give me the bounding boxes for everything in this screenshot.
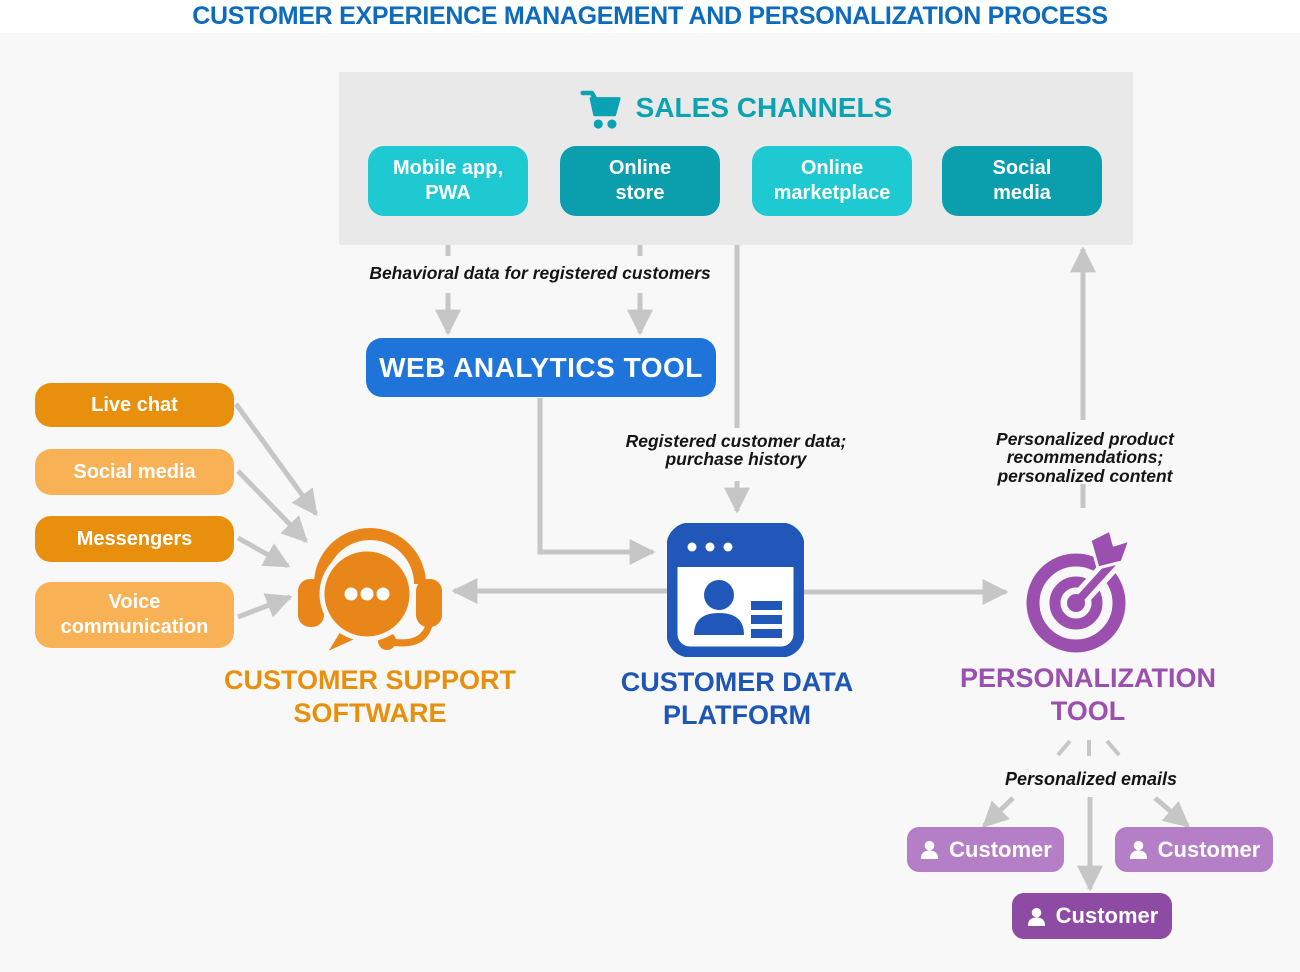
support-channel-social-media: Social media xyxy=(35,449,234,495)
target-arrow-icon xyxy=(1026,528,1132,653)
web-analytics-tool-box: WEB ANALYTICS TOOL xyxy=(366,338,716,397)
sales-channels-header: SALES CHANNELS xyxy=(339,84,1133,132)
browser-profile-icon xyxy=(667,523,804,657)
headset-chat-icon xyxy=(298,528,442,658)
customer-label: Customer xyxy=(949,836,1052,862)
annotation-behavioral-data: Behavioral data for registered customers xyxy=(369,263,711,283)
annotation-registered-data: Registered customer data; purchase histo… xyxy=(625,431,847,470)
customer-chip-left: Customer xyxy=(907,827,1064,872)
channel-mobile-app-pwa: Mobile app, PWA xyxy=(368,146,528,216)
page-title: CUSTOMER EXPERIENCE MANAGEMENT AND PERSO… xyxy=(192,2,1108,30)
person-icon xyxy=(1129,840,1147,860)
sales-channels-title: SALES CHANNELS xyxy=(635,92,893,123)
customer-chip-bottom: Customer xyxy=(1012,893,1172,939)
person-icon xyxy=(921,840,939,860)
customer-chip-right: Customer xyxy=(1115,827,1273,872)
annotation-personalized-emails: Personalized emails xyxy=(1004,769,1178,789)
personalization-tool-label: PERSONALIZATION TOOL xyxy=(960,663,1216,726)
customer-label: Customer xyxy=(1157,836,1261,862)
channel-online-store: Online store xyxy=(560,146,720,216)
annotation-recommendations: Personalized product recommendations; pe… xyxy=(996,429,1174,486)
support-channel-voice-communication: Voice communication xyxy=(35,582,234,648)
customer-label: Customer xyxy=(1055,903,1159,928)
support-channel-live-chat: Live chat xyxy=(35,383,234,427)
customer-support-software-label: CUSTOMER SUPPORT SOFTWARE xyxy=(223,665,517,728)
support-channel-messengers: Messengers xyxy=(35,516,234,562)
customer-data-platform-label: CUSTOMER DATA PLATFORM xyxy=(620,667,854,730)
shopping-cart-icon xyxy=(580,90,621,129)
channel-online-marketplace: Online marketplace xyxy=(752,146,912,216)
channel-social-media: Social media xyxy=(942,146,1102,216)
person-icon xyxy=(1027,907,1045,926)
